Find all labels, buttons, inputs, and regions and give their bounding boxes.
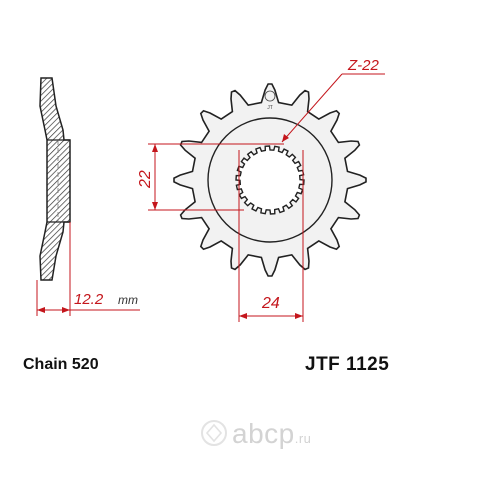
side-profile-hatched [39, 77, 71, 281]
part-code-label: JTF 1125 [305, 354, 390, 375]
inner-diameter-value: 22 [137, 170, 154, 189]
sprocket-side-view [39, 77, 71, 281]
teeth-count-leader: Z-22 [281, 57, 385, 143]
hub-circle [207, 117, 333, 243]
chain-label: Chain 520 [23, 356, 99, 373]
watermark-logo-icon [201, 420, 227, 446]
thickness-arrow-right [62, 307, 70, 313]
watermark-text: abcp.ru [232, 418, 311, 450]
thickness-unit: mm [118, 293, 138, 307]
inner-diameter-dimension: 22 [137, 143, 284, 211]
watermark-suffix: .ru [294, 431, 312, 446]
thickness-dimension: 12.2 mm [36, 222, 140, 316]
svg-text:JT: JT [267, 105, 273, 111]
spline-bore [235, 145, 305, 215]
logo-mark-icon: JT [264, 90, 276, 111]
pitch-dimension: 24 [238, 150, 304, 322]
sprocket-front-view: JT [173, 83, 367, 277]
watermark-main: abcp [232, 418, 295, 449]
thickness-value: 12.2 [74, 291, 104, 308]
pitch-value: 24 [261, 295, 280, 312]
thickness-arrow-left [37, 307, 45, 313]
teeth-count-label: Z-22 [347, 57, 380, 74]
